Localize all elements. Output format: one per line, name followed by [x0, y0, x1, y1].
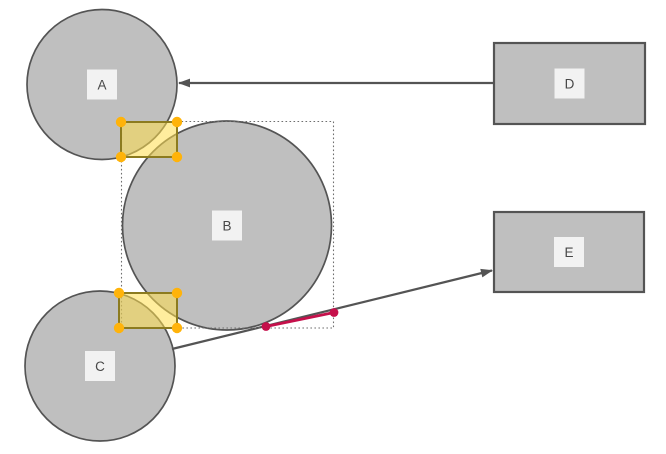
overlap-handle-b-c-ne[interactable]: [171, 287, 183, 299]
node-label-bg-e: [554, 237, 584, 267]
node-label-bg-b: [212, 210, 242, 241]
edge-highlight-segment[interactable]: [265, 311, 335, 328]
overlap-handle-b-c-se[interactable]: [171, 322, 183, 334]
node-rect-d[interactable]: [492, 41, 647, 126]
node-label-bg-a: [87, 69, 117, 100]
node-label-b: B: [222, 218, 231, 233]
overlap-handle-a-b-se[interactable]: [171, 151, 183, 163]
node-label-a: A: [97, 77, 106, 92]
node-label-e: E: [564, 245, 573, 260]
edge-highlight-endpoint-end[interactable]: [329, 308, 339, 317]
edge-highlight-endpoint-start[interactable]: [261, 322, 271, 331]
overlap-handle-b-c-sw[interactable]: [113, 322, 125, 334]
node-label-c: C: [95, 359, 105, 374]
overlap-handle-a-b-ne[interactable]: [171, 116, 183, 128]
overlap-highlight-b-c[interactable]: [118, 292, 178, 329]
overlap-handle-a-b-sw[interactable]: [115, 151, 127, 163]
overlap-highlight-a-b[interactable]: [120, 121, 178, 158]
node-label-d: D: [565, 76, 575, 91]
node-label-bg-c: [85, 351, 115, 381]
overlap-handle-a-b-nw[interactable]: [115, 116, 127, 128]
overlap-handle-b-c-nw[interactable]: [113, 287, 125, 299]
node-label-bg-d: [554, 68, 585, 99]
selection-box-b: [120, 120, 335, 329]
